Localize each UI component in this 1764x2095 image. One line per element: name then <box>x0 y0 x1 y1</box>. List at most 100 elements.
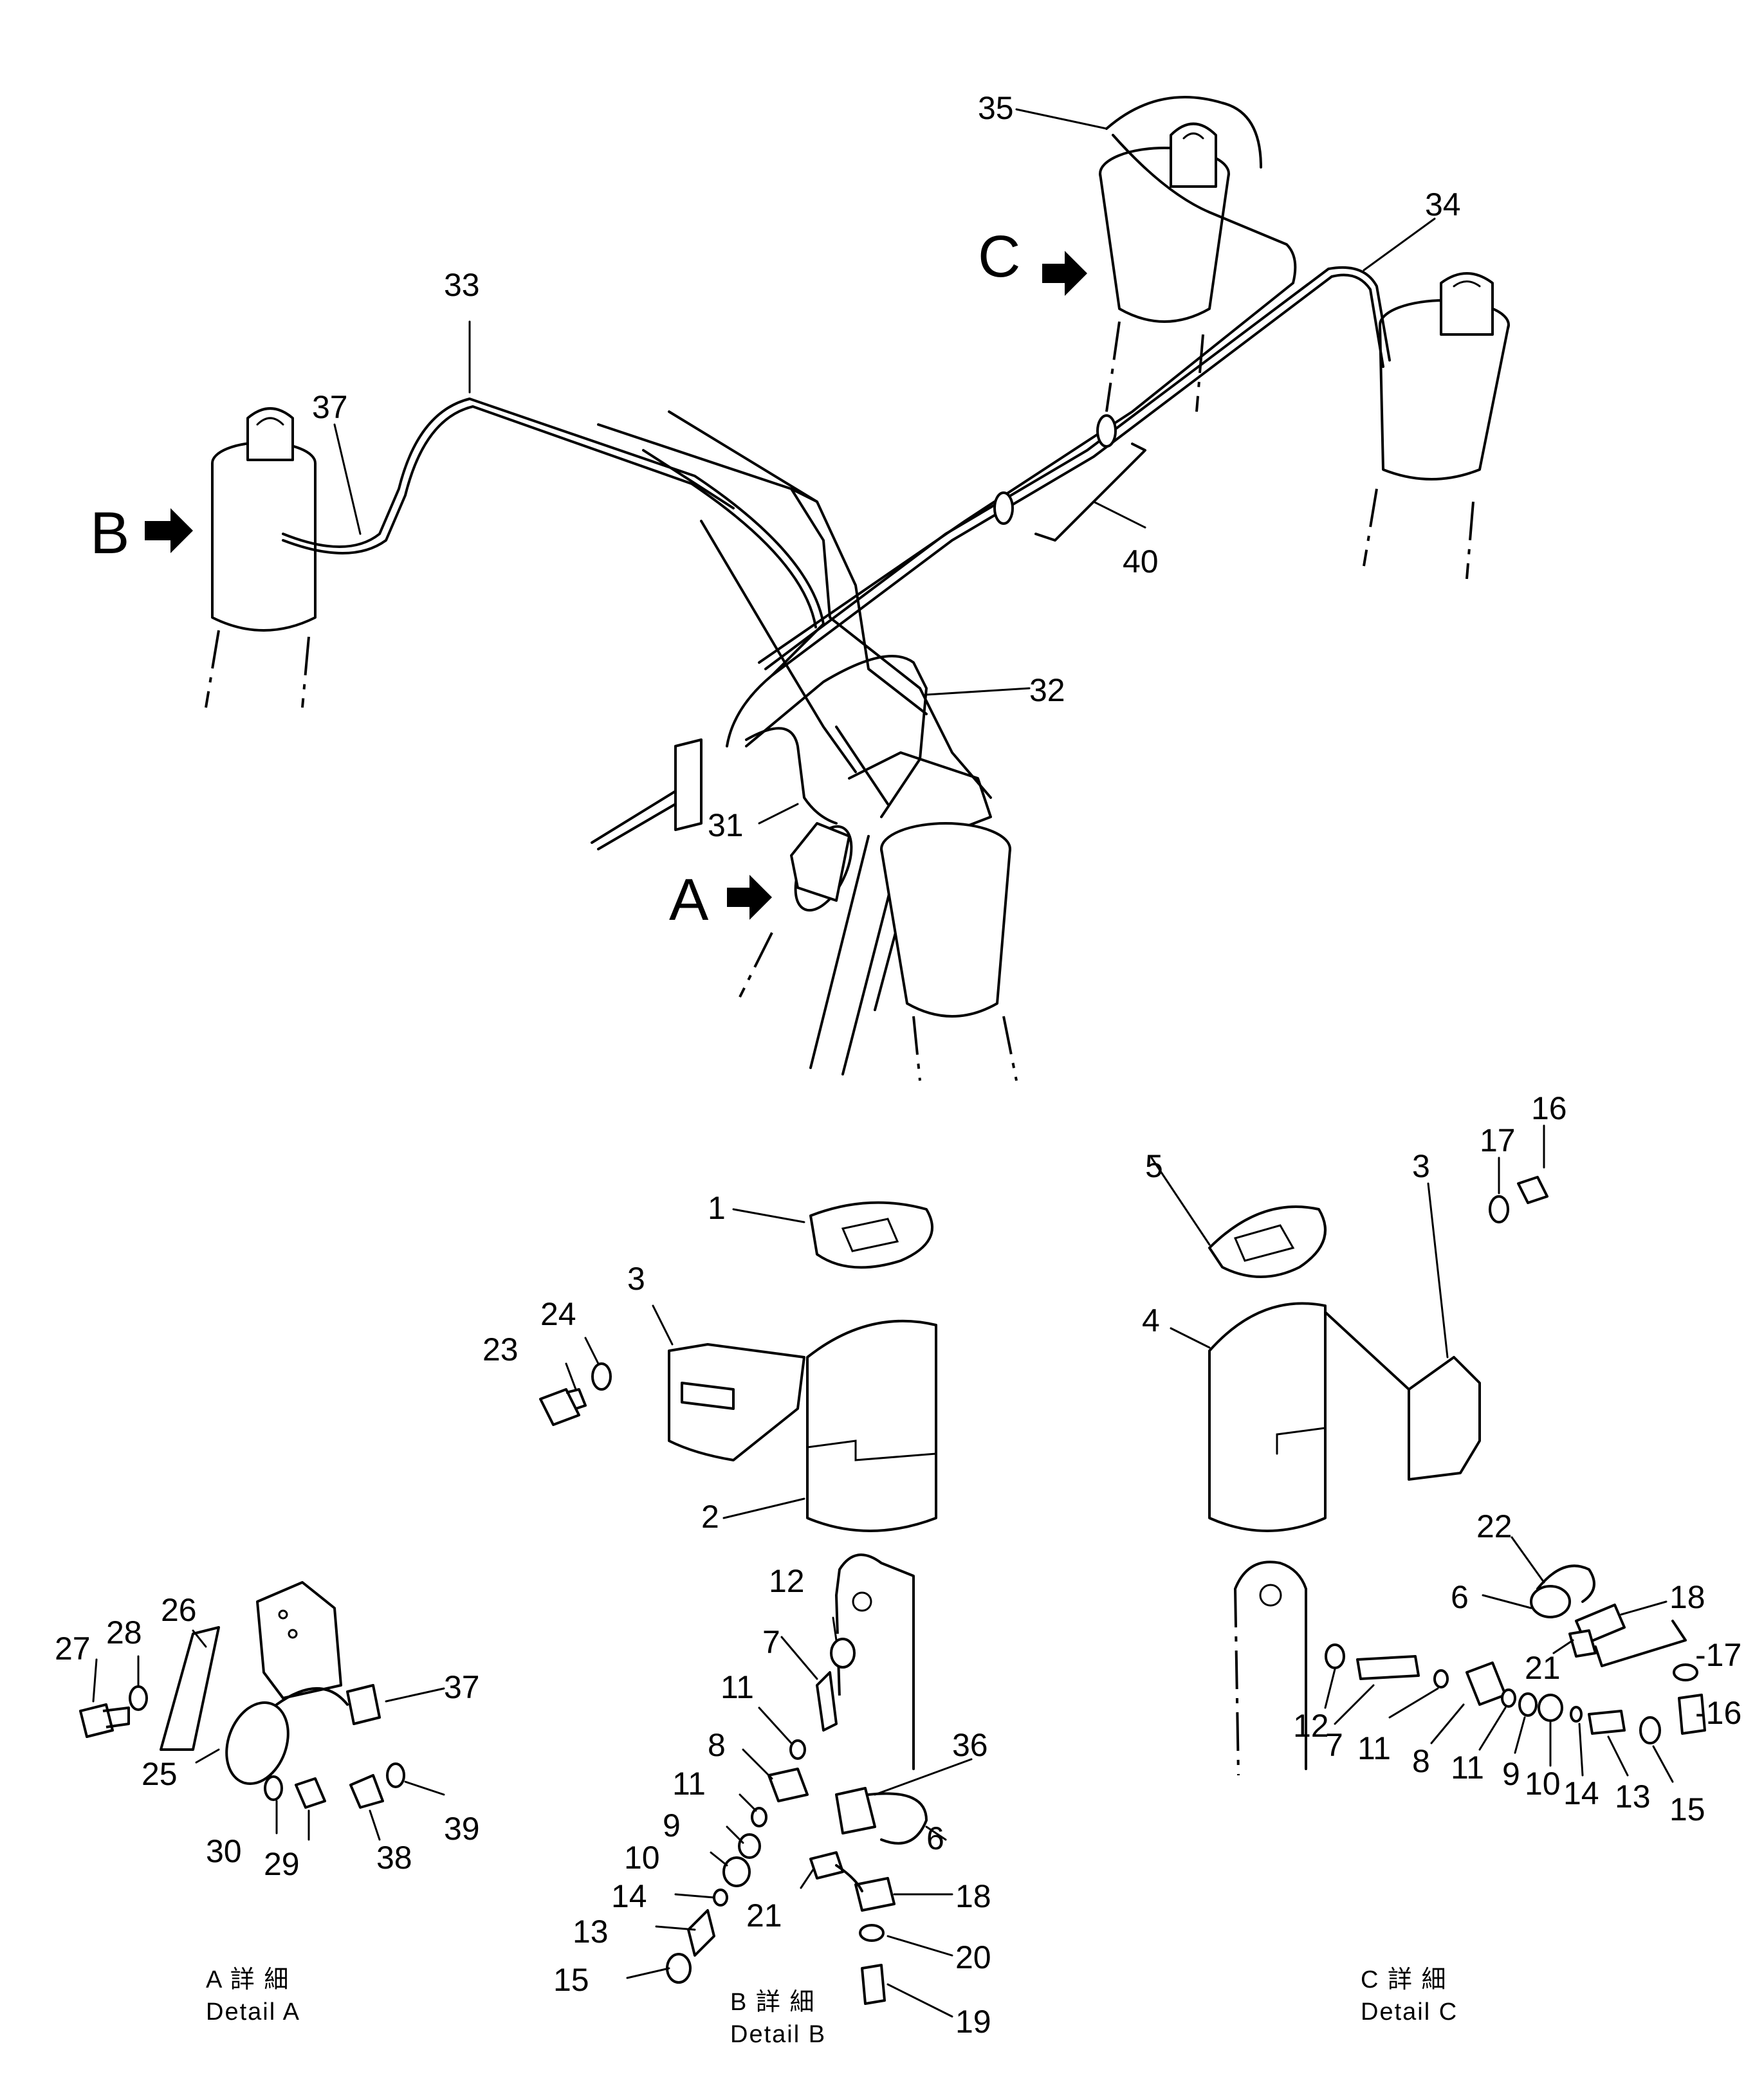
caption-detail-a-en: Detail A <box>206 1999 300 2026</box>
nut-10a <box>722 1856 751 1887</box>
callout-19: 19 <box>955 2004 991 2040</box>
oring-14b <box>1570 1706 1583 1723</box>
callout-16-top: 16 <box>1531 1090 1567 1126</box>
cap-5 <box>1208 1205 1327 1278</box>
callout-31: 31 <box>708 807 744 843</box>
washer-28 <box>129 1685 148 1711</box>
detail-b: 12 7 11 8 11 9 10 14 13 15 36 6 21 18 20… <box>553 1553 991 2048</box>
callout-21-c: 21 <box>1525 1650 1561 1686</box>
callout-16-c: -16 <box>1695 1695 1741 1731</box>
callout-15-b: 15 <box>553 1962 589 1998</box>
view-arrow-a: A <box>669 867 772 933</box>
pipe-34-parallel <box>764 266 1391 670</box>
nipple-7b <box>1356 1655 1420 1680</box>
oring-11a <box>789 1739 806 1760</box>
leader-37a <box>333 423 362 535</box>
caption-detail-b-en: Detail B <box>730 2021 826 2048</box>
clamps-40 <box>993 414 1146 542</box>
main-assembly: B C A 35 34 33 37 40 32 31 <box>90 90 1510 1081</box>
callout-2: 2 <box>701 1499 719 1535</box>
cover-4 <box>1208 1302 1327 1532</box>
callout-18-c: 18 <box>1669 1579 1705 1615</box>
fitting-6c <box>1530 1585 1571 1618</box>
callout-7-b: 7 <box>762 1624 780 1660</box>
callout-14-c: 14 <box>1563 1775 1599 1811</box>
view-arrow-c: C <box>978 224 1087 296</box>
cylinder-b <box>205 407 317 708</box>
callout-18-b: 18 <box>955 1878 991 1914</box>
view-marker-b: B <box>90 500 129 566</box>
caption-detail-b-jp: B 詳 細 <box>730 1989 815 2016</box>
callout-17-top: 17 <box>1480 1122 1516 1158</box>
joint-21a <box>809 1851 844 1880</box>
callout-9-c: 9 <box>1502 1756 1520 1792</box>
bolt-16b <box>1678 1694 1706 1735</box>
callout-27: 27 <box>55 1631 91 1667</box>
callout-6-c: 6 <box>1451 1579 1469 1615</box>
manifold <box>674 738 703 831</box>
callout-38: 38 <box>376 1840 412 1876</box>
pipe-35 <box>758 96 1297 664</box>
nipple-13b <box>1588 1710 1626 1735</box>
callout-24: 24 <box>540 1296 576 1332</box>
oring-14a <box>713 1889 728 1907</box>
cap-1 <box>809 1201 933 1269</box>
fitting-36 <box>835 1787 876 1834</box>
caption-detail-c-en: Detail C <box>1361 1999 1458 2026</box>
clamp-37 <box>346 1684 381 1725</box>
cylinder-right <box>1363 272 1510 580</box>
washer-9a <box>738 1833 761 1859</box>
guard-3 <box>668 1343 805 1461</box>
view-arrow-b: B <box>90 500 193 566</box>
callout-22: 22 <box>1476 1508 1512 1544</box>
joint-21b <box>1568 1629 1597 1658</box>
detail-c: 22 6 18 21 -17 -16 12 7 11 8 11 9 10 14 … <box>1234 1508 1741 2026</box>
block-8b <box>1465 1661 1507 1706</box>
callout-28: 28 <box>106 1615 142 1651</box>
callout-5: 5 <box>1145 1148 1163 1184</box>
washer-20 <box>859 1924 885 1942</box>
bolt-27 <box>79 1703 130 1738</box>
boom-frame <box>597 410 992 1075</box>
callout-32: 32 <box>1029 672 1065 708</box>
callout-3-left: 3 <box>627 1261 645 1297</box>
pipe-33 <box>282 398 825 747</box>
washer-30 <box>264 1775 283 1801</box>
cover-group-right: 5 4 3 17 16 <box>1142 1090 1567 1532</box>
callout-34: 34 <box>1425 187 1461 223</box>
bolt-19 <box>861 1964 886 2005</box>
nut-10b <box>1538 1694 1563 1722</box>
callout-33: 33 <box>444 267 480 303</box>
callout-9-b: 9 <box>663 1807 681 1843</box>
callout-26: 26 <box>161 1592 197 1628</box>
eye-mount-b <box>835 1553 915 1770</box>
caption-detail-a-jp: A 詳 細 <box>206 1966 289 1993</box>
ring-12b <box>1325 1643 1345 1669</box>
callout-17-c: -17 <box>1695 1637 1741 1673</box>
callout-37-detail: 37 <box>444 1669 480 1705</box>
eye-mount-c <box>1234 1560 1307 1770</box>
callout-20: 20 <box>955 1939 991 1975</box>
callout-11-b-top: 11 <box>721 1669 754 1705</box>
pipe-34 <box>771 273 1384 677</box>
washer-17b <box>1673 1663 1698 1681</box>
callout-11-c-left: 11 <box>1357 1730 1391 1766</box>
elbow-18a <box>854 1877 896 1912</box>
ring-12a <box>830 1638 856 1669</box>
detail-a: 27 28 26 25 30 29 38 39 37 A 詳 細 Detail … <box>55 1581 480 2026</box>
callout-8-c: 8 <box>1412 1743 1430 1779</box>
callout-21-b: 21 <box>746 1898 782 1934</box>
callout-30: 30 <box>206 1833 242 1869</box>
callout-12-b: 12 <box>769 1563 805 1599</box>
callout-11-b-mid: 11 <box>672 1766 706 1802</box>
pipe-33-parallel <box>282 405 817 628</box>
block-8a <box>767 1768 809 1802</box>
leader-32 <box>925 687 1031 696</box>
leader-31 <box>758 803 799 825</box>
guard-3-right <box>1408 1356 1481 1481</box>
cap-15b <box>1639 1716 1661 1744</box>
callout-10-c: 10 <box>1525 1766 1561 1802</box>
washer-24 <box>591 1362 612 1391</box>
callout-13-b: 13 <box>573 1914 609 1950</box>
